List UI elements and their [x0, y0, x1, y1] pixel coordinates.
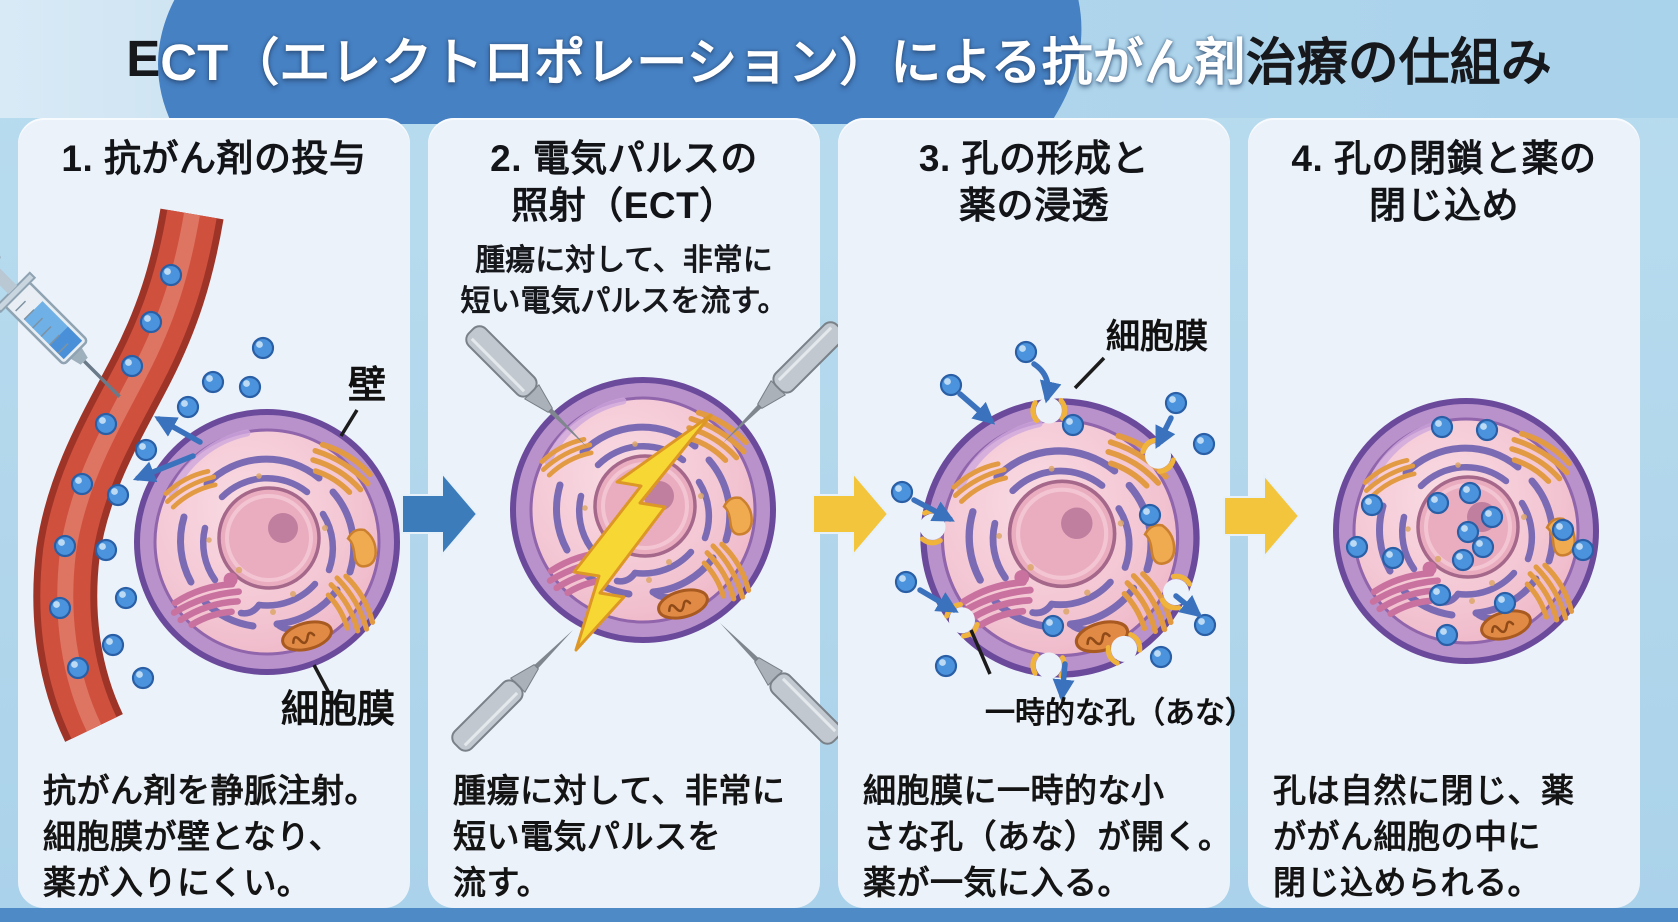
description-line: 腫瘍に対して、非常に	[453, 772, 786, 809]
step1-illustration: 壁 細胞膜	[0, 208, 410, 742]
page-title: E CT（エレクトロポレーション）による抗がん剤 治療の仕組み	[0, 0, 1678, 116]
title-suffix: 治療の仕組み	[1245, 34, 1552, 91]
description-line: 孔は自然に閉じ、薬	[1273, 772, 1575, 809]
lightning-bolt-icon	[572, 413, 713, 652]
title-main: CT（エレクトロポレーション）による抗がん剤	[160, 34, 1246, 91]
description-line: 流す。	[453, 863, 551, 901]
title-prefix: E	[126, 29, 161, 87]
step2-subtext: 腫瘍に対して、非常に 短い電気パルスを流す。	[428, 240, 820, 323]
step3-heading: 3. 孔の形成と 薬の浸透	[838, 136, 1230, 229]
electrode-icon	[723, 321, 845, 443]
wall-label: 壁	[348, 365, 386, 407]
step4-illustration	[1248, 270, 1640, 710]
step3-illustration: 細胞膜 一時的な孔（あな）	[890, 318, 1255, 730]
syringe-icon	[0, 252, 121, 398]
step1-heading: 1. 抗がん剤の投与	[18, 136, 410, 183]
subtext-line: 腫瘍に対して、非常に	[475, 244, 773, 277]
membrane-label-step1: 細胞膜	[281, 689, 395, 731]
description-line: さな孔（あな）が開く。	[863, 817, 1232, 855]
step1-label-lines	[312, 409, 359, 694]
electrode-icon	[720, 623, 842, 745]
description-line: 短い電気パルスを	[453, 817, 721, 855]
electrode-needles	[451, 321, 845, 752]
heading-line: 2. 電気パルスの	[490, 138, 758, 179]
heading-line: 閉じ込め	[1369, 184, 1519, 226]
step2-heading: 2. 電気パルスの 照射（ECT）	[428, 136, 820, 229]
description-line: 抗がん剤を静脈注射。	[43, 772, 378, 809]
heading-line: 薬の浸透	[959, 184, 1109, 226]
step3-label-lines	[969, 356, 1106, 675]
step4-heading: 4. 孔の閉鎖と薬の 閉じ込め	[1248, 136, 1640, 229]
description-line: 細胞膜に一時的な小	[863, 772, 1165, 809]
electrode-icon	[451, 630, 573, 752]
cell-step1	[137, 412, 397, 672]
description-line: 薬が一気に入る。	[863, 863, 1131, 901]
temporary-pore-label: 一時的な孔（あな）	[985, 696, 1255, 730]
description-line: 薬が入りにくい。	[43, 863, 311, 901]
flow-arrow-step2-to-step3	[812, 470, 890, 558]
step3-panel: 3. 孔の形成と 薬の浸透	[838, 118, 1255, 908]
step1-panel: 1. 抗がん剤の投与	[0, 118, 410, 908]
description-line: 閉じ込められる。	[1273, 863, 1541, 901]
heading-line: 照射（ECT）	[511, 184, 737, 226]
step4-panel: 4. 孔の閉鎖と薬の 閉じ込め 孔は自然に閉じ、薬 ががん細胞の中に 閉じ込めら…	[1248, 118, 1640, 908]
heading-line: 1. 抗がん剤の投与	[61, 138, 367, 179]
step2-panel: 2. 電気パルスの 照射（ECT） 腫瘍に対して、非常に 短い電気パルスを流す。	[428, 118, 845, 908]
bottom-border-strip	[0, 908, 1678, 922]
flow-arrow-step1-to-step2	[401, 470, 479, 558]
step1-description: 抗がん剤を静脈注射。 細胞膜が壁となり、 薬が入りにくい。	[43, 768, 378, 906]
description-line: 細胞膜が壁となり、	[43, 817, 343, 855]
heading-line: 3. 孔の形成と	[918, 138, 1150, 179]
heading-line: 4. 孔の閉鎖と薬の	[1291, 138, 1597, 179]
description-line: ががん細胞の中に	[1273, 817, 1541, 855]
subtext-line: 短い電気パルスを流す。	[460, 285, 788, 319]
membrane-label-step3: 細胞膜	[1106, 318, 1208, 356]
step3-description: 細胞膜に一時的な小 さな孔（あな）が開く。 薬が一気に入る。	[863, 768, 1232, 906]
flow-arrow-step3-to-step4	[1223, 472, 1301, 560]
step4-description: 孔は自然に閉じ、薬 ががん細胞の中に 閉じ込められる。	[1273, 768, 1575, 906]
title-banner: E CT（エレクトロポレーション）による抗がん剤 治療の仕組み	[0, 0, 1678, 124]
banner-swoosh-shape	[158, 0, 1082, 124]
deflection-arrows	[132, 416, 203, 483]
step2-description: 腫瘍に対して、非常に 短い電気パルスを 流す。	[453, 768, 785, 906]
step2-illustration	[451, 321, 845, 752]
blood-vessel	[33, 208, 224, 742]
electrode-icon	[465, 325, 587, 447]
entry-arrows	[911, 361, 1203, 702]
